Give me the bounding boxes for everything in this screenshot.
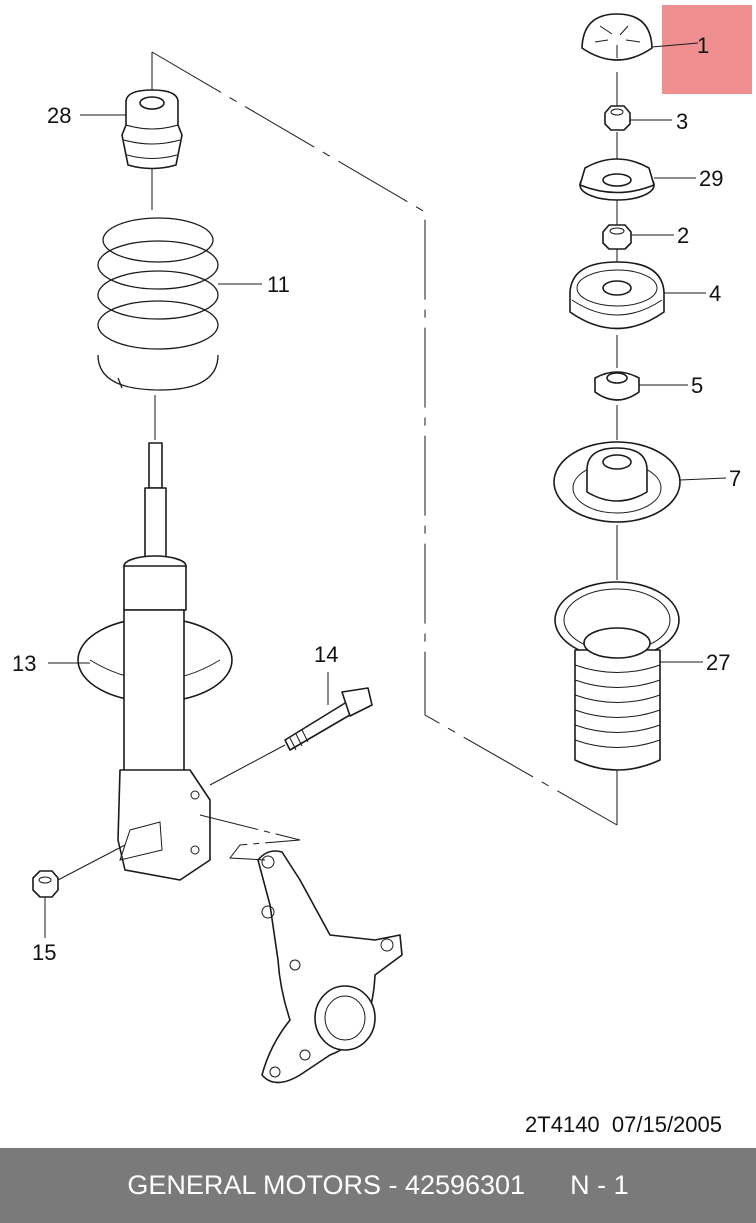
label-part-28: 28 <box>47 103 71 128</box>
label-part-15: 15 <box>32 940 56 965</box>
part-28-bump-stop <box>121 89 183 170</box>
part-1-highlight <box>662 5 752 94</box>
label-part-4: 4 <box>709 281 721 306</box>
label-part-27: 27 <box>706 650 730 675</box>
steering-knuckle <box>257 850 403 1084</box>
leader-lines <box>44 42 727 938</box>
part-3-nut <box>604 105 631 131</box>
part-1-cap <box>581 13 653 61</box>
part-4-strut-mount <box>569 261 665 330</box>
footer-bar: GENERAL MOTORS - 42596301 N - 1 <box>0 1148 756 1223</box>
assembly-outline <box>151 51 618 826</box>
footer-text: GENERAL MOTORS - 42596301 N - 1 <box>127 1170 629 1200</box>
part-14-bolt <box>209 687 373 786</box>
label-part-2: 2 <box>677 223 689 248</box>
label-part-11: 11 <box>267 272 290 297</box>
exploded-parts-diagram: 1 3 29 2 4 5 7 27 28 11 13 14 15 <box>12 5 752 1084</box>
part-27-dust-boot <box>554 581 680 771</box>
label-part-29: 29 <box>699 166 723 191</box>
label-part-14: 14 <box>314 642 338 667</box>
part-13-strut <box>77 442 233 881</box>
part-7-spring-seat <box>553 441 681 523</box>
label-part-13: 13 <box>12 651 36 676</box>
part-29-washer <box>579 158 655 201</box>
part-5-bearing <box>594 371 640 401</box>
label-part-3: 3 <box>676 109 688 134</box>
label-part-5: 5 <box>691 373 703 398</box>
label-part-1: 1 <box>697 33 709 58</box>
part-15-nut <box>32 844 126 898</box>
axis-lines <box>151 52 618 825</box>
label-part-7: 7 <box>729 466 741 491</box>
drawing-reference-stamp: 2T4140 07/15/2005 <box>525 1112 722 1137</box>
knuckle-outline <box>199 814 301 861</box>
part-2-nut <box>602 224 632 250</box>
part-11-coil-spring <box>97 217 219 391</box>
